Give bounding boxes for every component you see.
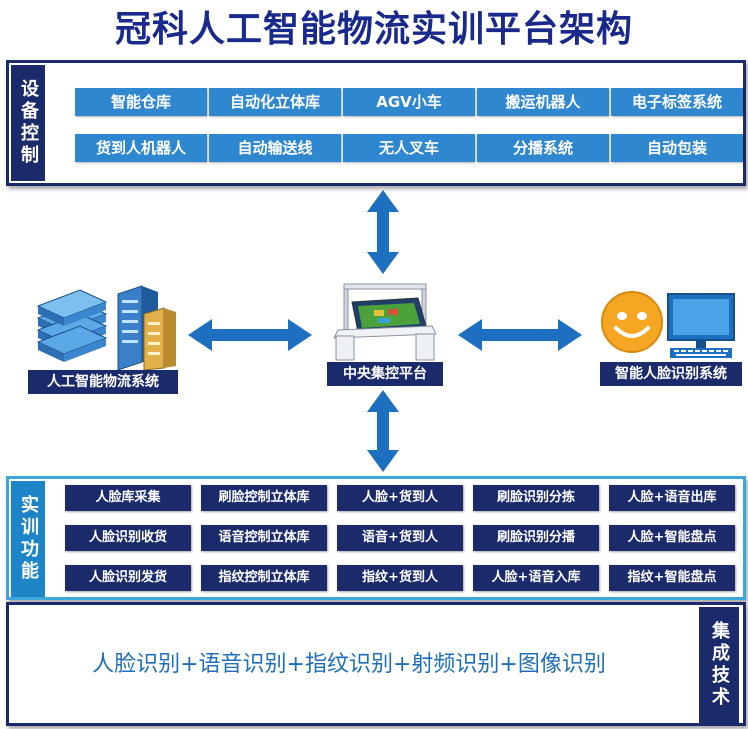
- train-item-face-goods-to-person[interactable]: 人脸+货到人: [337, 485, 463, 511]
- device-control-panel: 设备控制 智能仓库 自动化立体库 AGV小车 搬运机器人 电子标签系统 货到人机…: [6, 60, 746, 186]
- device-item-smart-warehouse[interactable]: 智能仓库: [75, 88, 207, 116]
- device-item-as-rs[interactable]: 自动化立体库: [209, 88, 341, 116]
- device-item-auto-packing[interactable]: 自动包装: [611, 134, 743, 162]
- device-item-unmanned-forklift[interactable]: 无人叉车: [343, 134, 475, 162]
- ai-logistics-system-label: 人工智能物流系统: [28, 370, 178, 394]
- monitor-icon: [667, 293, 735, 358]
- device-item-handling-robot[interactable]: 搬运机器人: [477, 88, 609, 116]
- train-item-face-collect[interactable]: 人脸库采集: [65, 485, 191, 511]
- train-item-face-sorting[interactable]: 刷脸识别分拣: [473, 485, 599, 511]
- train-item-face-control-asrs[interactable]: 刷脸控制立体库: [201, 485, 327, 511]
- horizontal-arrow-right: [458, 319, 582, 351]
- train-item-fingerprint-smart-inventory[interactable]: 指纹+智能盘点: [609, 565, 735, 591]
- train-item-voice-goods-to-person[interactable]: 语音+货到人: [337, 525, 463, 551]
- integration-tech-label: 集成技术: [699, 607, 739, 723]
- train-item-face-shipping[interactable]: 人脸识别发货: [65, 565, 191, 591]
- device-control-label: 设备控制: [11, 65, 45, 181]
- device-item-sorting-system[interactable]: 分播系统: [477, 134, 609, 162]
- train-item-face-distribution[interactable]: 刷脸识别分播: [473, 525, 599, 551]
- device-item-e-label[interactable]: 电子标签系统: [611, 88, 743, 116]
- device-item-conveyor[interactable]: 自动输送线: [209, 134, 341, 162]
- integration-tech-panel: 人脸识别+语音识别+指纹识别+射频识别+图像识别 集成技术: [6, 602, 746, 726]
- train-item-voice-control-asrs[interactable]: 语音控制立体库: [201, 525, 327, 551]
- train-item-fingerprint-control-asrs[interactable]: 指纹控制立体库: [201, 565, 327, 591]
- train-item-face-voice-outbound[interactable]: 人脸+语音出库: [609, 485, 735, 511]
- server-stack-icon: [36, 285, 176, 370]
- face-recognition-system-label: 智能人脸识别系统: [600, 362, 742, 386]
- page-title: 冠科人工智能物流实训平台架构: [114, 9, 633, 50]
- training-functions-label: 实训功能: [11, 481, 45, 597]
- train-item-face-receiving[interactable]: 人脸识别收货: [65, 525, 191, 551]
- device-item-agv[interactable]: AGV小车: [343, 88, 475, 116]
- train-item-face-voice-inbound[interactable]: 人脸+语音入库: [473, 565, 599, 591]
- training-functions-panel: 实训功能 人脸库采集 刷脸控制立体库 人脸+货到人 刷脸识别分拣 人脸+语音出库…: [6, 476, 746, 600]
- train-item-fingerprint-goods-to-person[interactable]: 指纹+货到人: [337, 565, 463, 591]
- control-platform-icon: [333, 283, 437, 361]
- integration-tech-text: 人脸识别+语音识别+指纹识别+射频识别+图像识别: [92, 652, 606, 677]
- vertical-arrow-top: [367, 190, 399, 274]
- smiley-face-icon: [601, 291, 663, 353]
- vertical-arrow-bottom: [367, 390, 399, 472]
- central-control-platform-label: 中央集控平台: [327, 362, 443, 386]
- device-item-goods-to-person-robot[interactable]: 货到人机器人: [75, 134, 207, 162]
- horizontal-arrow-left: [188, 319, 312, 351]
- train-item-face-smart-inventory[interactable]: 人脸+智能盘点: [609, 525, 735, 551]
